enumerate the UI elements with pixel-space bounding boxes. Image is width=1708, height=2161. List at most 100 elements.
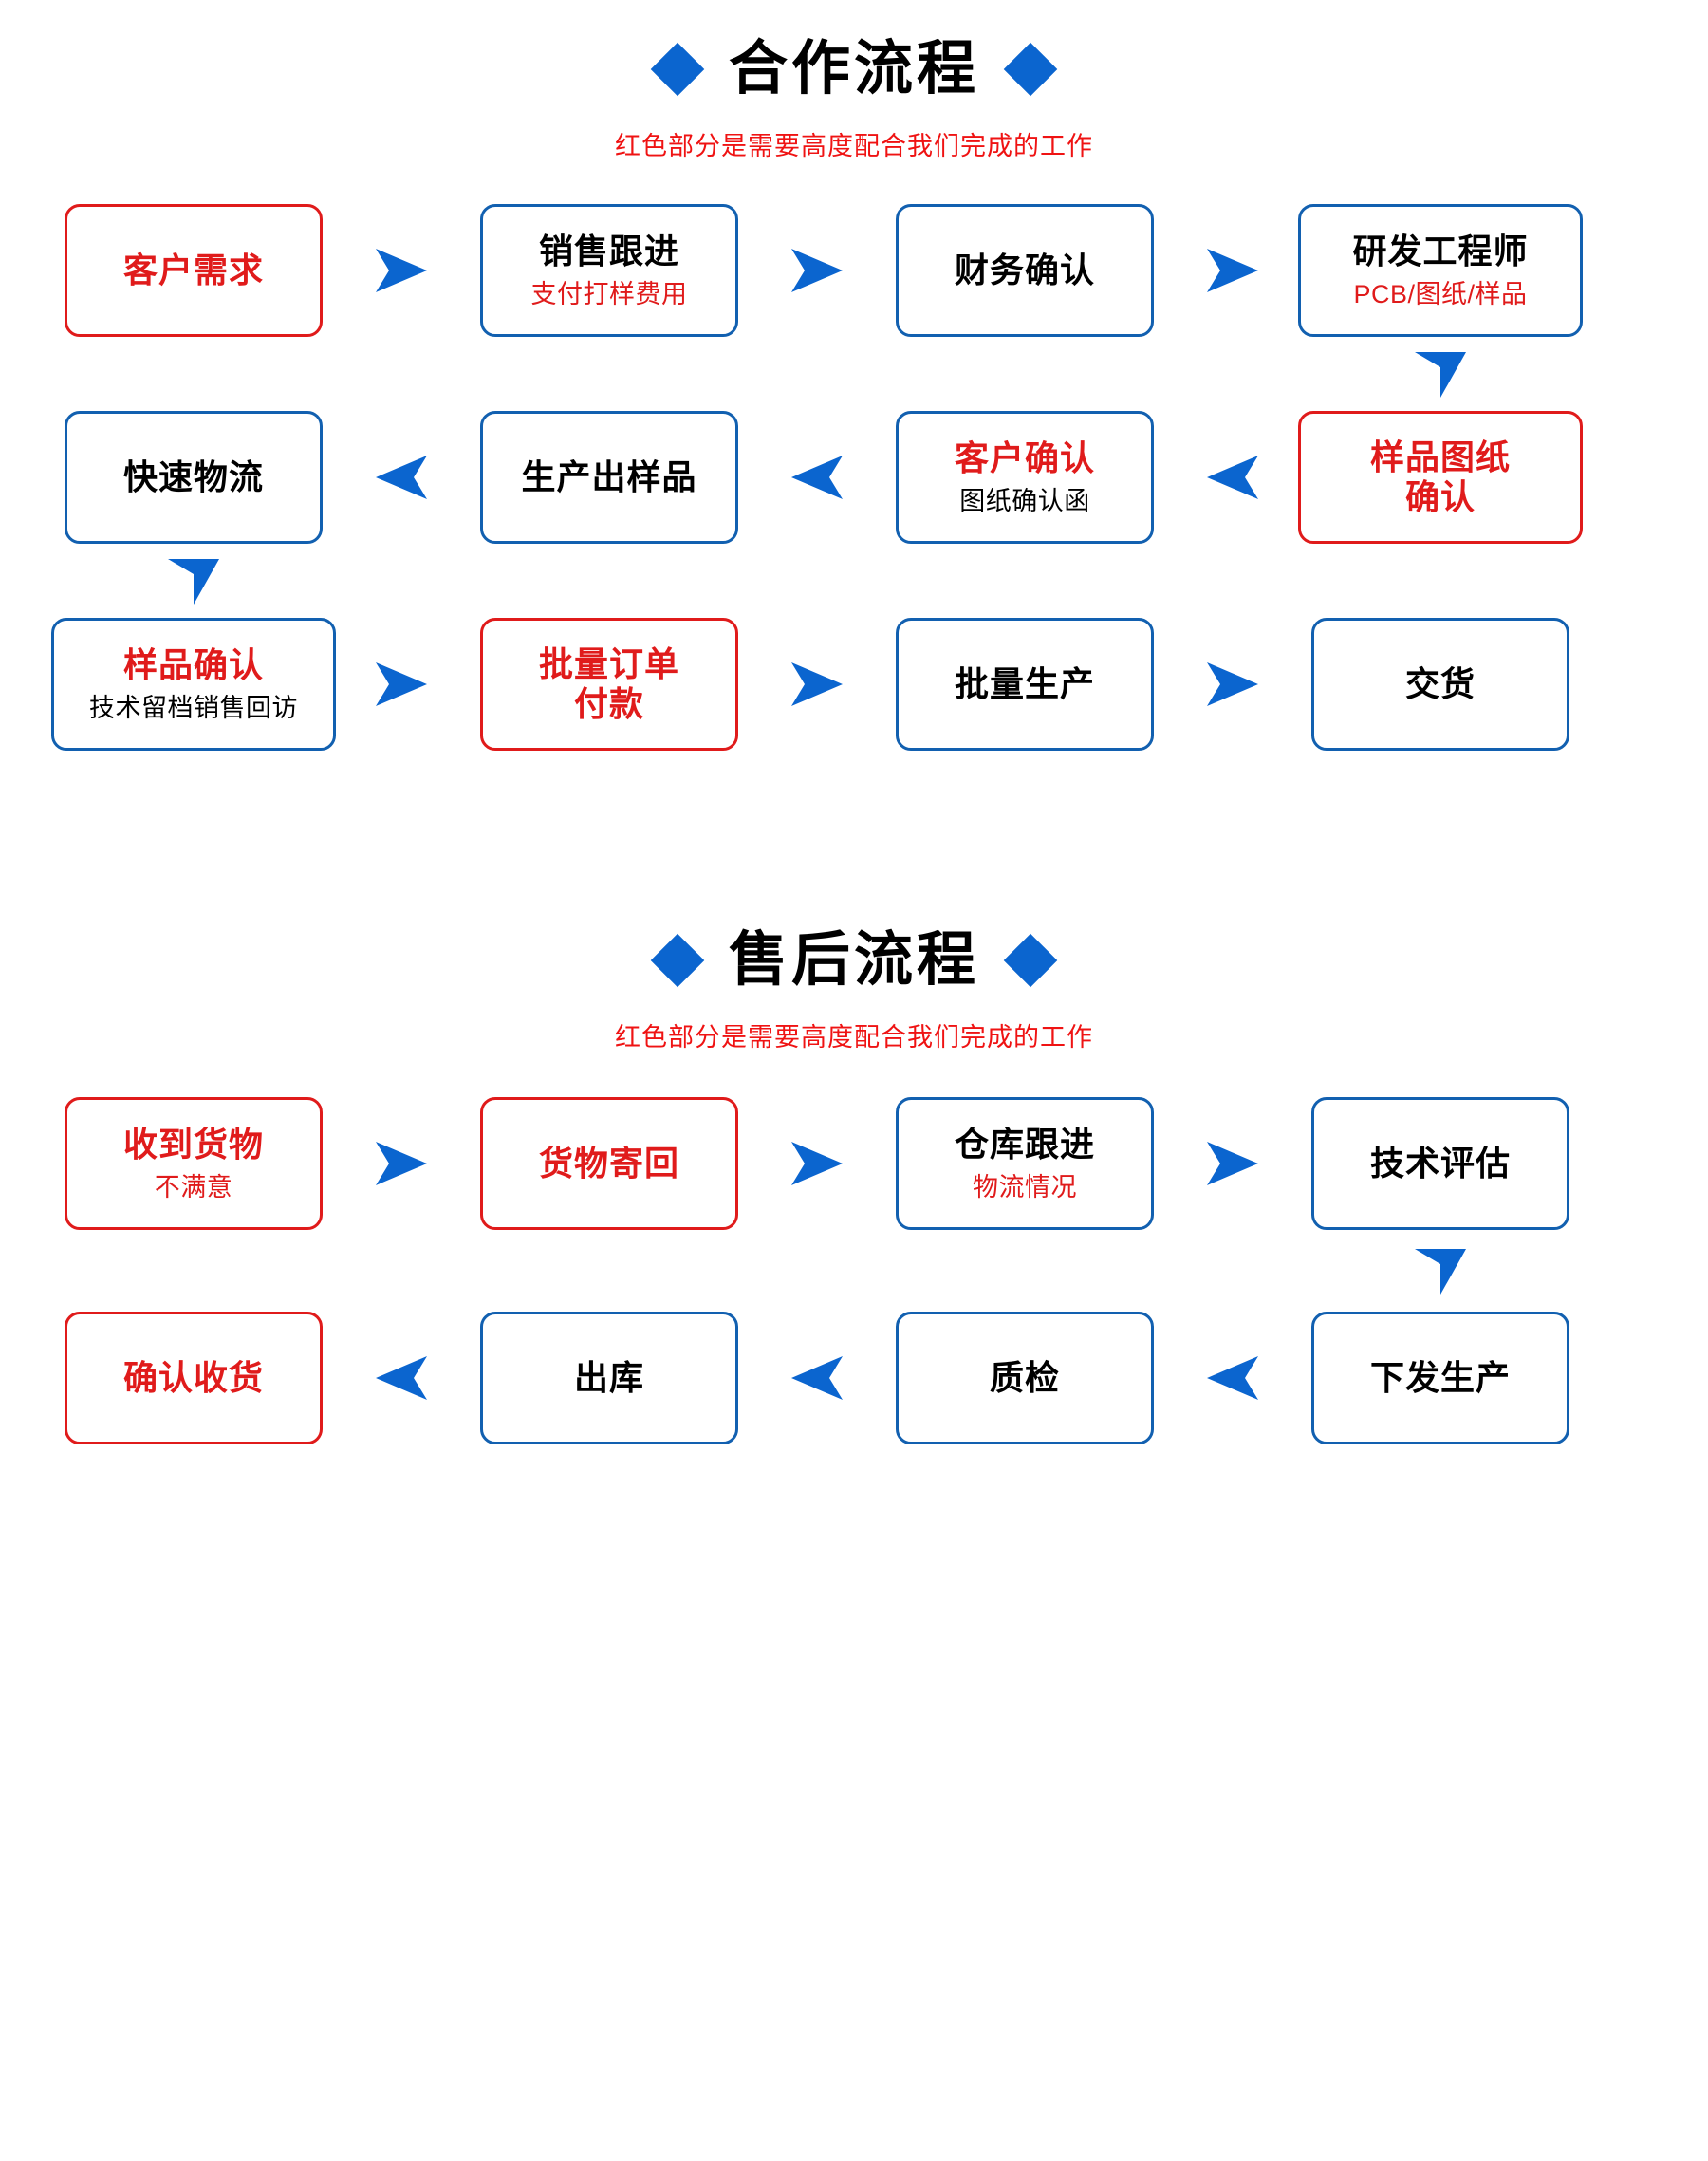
flow-connector [774, 204, 860, 337]
page-title: 合作流程 [728, 36, 979, 102]
flow-connector-vertical [28, 1247, 1680, 1298]
flow-connector [1190, 204, 1275, 337]
flow-box-confirm-receipt[interactable]: 确认收货 [65, 1312, 323, 1444]
arrow-left-icon [1207, 456, 1258, 499]
arrow-right-icon [376, 1142, 427, 1185]
flow-connector-vertical [28, 350, 1680, 401]
flow-box-title: 批量生产 [954, 663, 1095, 703]
arrow-right-icon [376, 249, 427, 292]
flow-connector [774, 1312, 860, 1444]
arrow-left-icon [791, 456, 843, 499]
flow-box-sample-drawing-confirm[interactable]: 样品图纸 确认 [1298, 411, 1583, 544]
flow-cell: 技术评估 [1275, 1097, 1606, 1230]
flow-box-customer-demand[interactable]: 客户需求 [65, 204, 323, 337]
flow-box-subtitle: 不满意 [154, 1173, 233, 1202]
section-header-after-sales: 售后流程 [0, 931, 1708, 990]
arrow-left-icon [376, 456, 427, 499]
flow-cell: 质检 [860, 1312, 1190, 1444]
flow-cell: 样品图纸 确认 [1275, 411, 1606, 544]
flow-connector [359, 1097, 444, 1230]
flow-box-subtitle: 支付打样费用 [530, 280, 688, 309]
flow-cell: 货物寄回 [444, 1097, 774, 1230]
flow-row: 收到货物 不满意 货物寄回 [28, 1097, 1680, 1230]
flow-box-bulk-order-payment[interactable]: 批量订单 付款 [480, 618, 738, 751]
flow-connector [359, 204, 444, 337]
section-header-cooperation: 合作流程 [0, 40, 1708, 99]
flow-box-bulk-production[interactable]: 批量生产 [896, 618, 1154, 751]
flow-box-sample-confirm[interactable]: 样品确认 技术留档销售回访 [51, 618, 336, 751]
section-subtitle: 红色部分是需要高度配合我们完成的工作 [615, 132, 1093, 160]
flow-box-title: 收到货物 [122, 1124, 264, 1164]
flow-cell: 下发生产 [1275, 1312, 1606, 1444]
flow-box-produce-sample[interactable]: 生产出样品 [480, 411, 738, 544]
flow-box-title: 样品确认 [122, 644, 264, 684]
flow-box-title: 质检 [989, 1357, 1060, 1397]
flow-box-delivery[interactable]: 交货 [1311, 618, 1569, 751]
flow-connector [359, 411, 444, 544]
flow-box-technical-evaluation[interactable]: 技术评估 [1311, 1097, 1569, 1230]
flow-cell: 客户确认 图纸确认函 [860, 411, 1190, 544]
flow-cell: 研发工程师 PCB/图纸/样品 [1275, 204, 1606, 337]
flow-box-title: 技术评估 [1369, 1143, 1511, 1183]
diamond-icon [1003, 42, 1058, 97]
flow-box-title: 仓库跟进 [954, 1124, 1095, 1164]
flow-cooperation: 客户需求 销售跟进 支付打样费用 [28, 204, 1680, 751]
flow-box-quality-inspection[interactable]: 质检 [896, 1312, 1154, 1444]
arrow-left-icon [1207, 1356, 1258, 1400]
flow-box-title: 确认收货 [122, 1357, 264, 1397]
flow-connector [774, 411, 860, 544]
flow-box-fast-logistics[interactable]: 快速物流 [65, 411, 323, 544]
flow-box-title: 货物寄回 [538, 1143, 679, 1183]
flow-row: 快速物流 生产出样品 [28, 411, 1680, 544]
arrow-right-icon [1207, 1142, 1258, 1185]
page-title-after-sales: 售后流程 [728, 927, 979, 993]
flow-box-subtitle: PCB/图纸/样品 [1353, 280, 1528, 309]
flow-box-rd-engineer[interactable]: 研发工程师 PCB/图纸/样品 [1298, 204, 1583, 337]
arrow-down-icon [1415, 352, 1466, 398]
flow-box-finance-confirm[interactable]: 财务确认 [896, 204, 1154, 337]
flow-box-outbound[interactable]: 出库 [480, 1312, 738, 1444]
flow-box-goods-returned[interactable]: 货物寄回 [480, 1097, 738, 1230]
flow-box-title: 财务确认 [954, 250, 1095, 289]
flow-after-sales: 收到货物 不满意 货物寄回 [28, 1097, 1680, 1444]
flow-row: 客户需求 销售跟进 支付打样费用 [28, 204, 1680, 337]
diamond-icon [650, 933, 705, 988]
section-after-sales: 售后流程 红色部分是需要高度配合我们完成的工作 收到货物 不满意 [0, 751, 1708, 1444]
flow-connector [1190, 1097, 1275, 1230]
arrow-right-icon [791, 249, 843, 292]
flow-cell: 生产出样品 [444, 411, 774, 544]
flow-connector [1190, 1312, 1275, 1444]
flow-box-title: 生产出样品 [521, 456, 697, 496]
flow-connector [359, 618, 444, 751]
flow-box-subtitle: 图纸确认函 [959, 487, 1090, 516]
flow-cell: 销售跟进 支付打样费用 [444, 204, 774, 337]
flow-cell: 样品确认 技术留档销售回访 [28, 618, 359, 751]
flow-box-title: 出库 [573, 1357, 644, 1397]
flow-box-title: 快速物流 [122, 456, 264, 496]
diamond-icon [1003, 933, 1058, 988]
flow-box-warehouse-followup[interactable]: 仓库跟进 物流情况 [896, 1097, 1154, 1230]
flow-connector [774, 618, 860, 751]
flow-box-title: 下发生产 [1369, 1357, 1511, 1397]
flow-cell: 快速物流 [28, 411, 359, 544]
arrow-right-icon [1207, 249, 1258, 292]
flow-box-title: 交货 [1404, 663, 1476, 703]
flow-box-issue-production[interactable]: 下发生产 [1311, 1312, 1569, 1444]
flow-box-goods-received[interactable]: 收到货物 不满意 [65, 1097, 323, 1230]
flow-connector [1190, 618, 1275, 751]
flow-connector [774, 1097, 860, 1230]
flow-box-title: 客户确认 [954, 438, 1095, 477]
arrow-left-icon [791, 1356, 843, 1400]
flow-box-subtitle: 物流情况 [973, 1173, 1077, 1202]
flow-box-title: 批量订单 付款 [538, 643, 679, 723]
flow-box-sales-followup[interactable]: 销售跟进 支付打样费用 [480, 204, 738, 337]
flow-box-title: 样品图纸 确认 [1369, 437, 1511, 516]
flow-box-title: 研发工程师 [1352, 231, 1529, 270]
flow-box-customer-confirm[interactable]: 客户确认 图纸确认函 [896, 411, 1154, 544]
arrow-right-icon [1207, 662, 1258, 706]
flow-row: 样品确认 技术留档销售回访 批量订单 付款 [28, 618, 1680, 751]
flow-box-title: 销售跟进 [538, 231, 679, 270]
flow-cell: 批量生产 [860, 618, 1190, 751]
section-subtitle: 红色部分是需要高度配合我们完成的工作 [615, 1023, 1093, 1052]
